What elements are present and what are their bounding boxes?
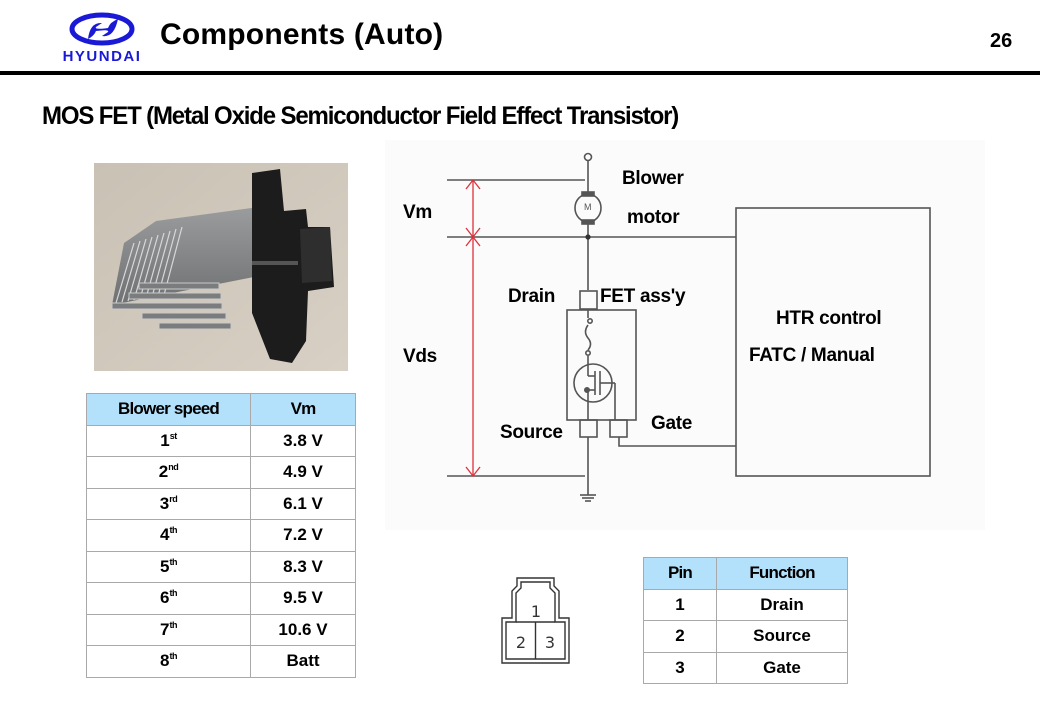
ordinal-suffix: th: [169, 588, 177, 599]
ordinal-suffix: th: [169, 619, 177, 630]
blower-motor-label-line1: Blower: [622, 168, 684, 189]
speed-number: 2: [158, 462, 169, 482]
column-header-function: Function: [716, 557, 848, 590]
source-label: Source: [500, 422, 563, 443]
ground-icon: [580, 494, 596, 502]
pin-cell: 2: [643, 620, 717, 653]
page-title: Components (Auto): [160, 18, 444, 51]
blower-motor-label-line2: motor: [627, 207, 680, 228]
ordinal-suffix: th: [169, 525, 177, 536]
table-header-row: Pin Function: [643, 557, 848, 590]
blower-speed-cell: 5th: [86, 550, 251, 583]
blower-speed-cell: 8th: [86, 645, 251, 678]
function-cell: Drain: [716, 588, 848, 621]
function-cell: Source: [716, 620, 848, 653]
logo-ellipse-icon: [69, 12, 135, 46]
ordinal-suffix: th: [169, 651, 177, 662]
header-divider: [0, 71, 1040, 75]
vm-cell: 10.6 V: [250, 613, 356, 646]
mosfet-module-photo: [94, 163, 348, 371]
page-number: 26: [990, 30, 1013, 52]
htr-control-box: [735, 207, 931, 477]
supply-terminal-icon: [583, 152, 593, 162]
gate-label: Gate: [651, 413, 693, 434]
vm-cell: Batt: [250, 645, 356, 678]
fet-assembly-label: FET ass'y: [600, 286, 686, 307]
circuit-diagram: Vm Vds Blower motor M Drain FET ass'y So…: [385, 140, 985, 530]
vm-cell: 6.1 V: [250, 487, 356, 520]
logo-h-icon: [88, 19, 118, 39]
vm-cell: 9.5 V: [250, 582, 356, 615]
speed-number: 5: [160, 556, 170, 576]
pin-cell: 1: [643, 588, 717, 621]
connector-pinout-icon: 1 2 3: [501, 577, 570, 664]
blower-speed-cell: 3rd: [86, 487, 251, 520]
column-header-blower-speed: Blower speed: [86, 393, 251, 426]
vm-cell: 7.2 V: [250, 519, 356, 552]
fet-assembly-box: [566, 309, 637, 421]
htr-control-label: HTR control: [776, 308, 882, 329]
voltage-measurement-arrows: [465, 178, 481, 478]
blower-speed-cell: 1st: [86, 424, 251, 457]
vm-label: Vm: [403, 202, 432, 223]
gate-wire: [618, 437, 736, 447]
motor-symbol-label: M: [584, 202, 592, 212]
connector-pin-2: 2: [516, 633, 526, 652]
vm-cell: 8.3 V: [250, 550, 356, 583]
ordinal-suffix: th: [169, 556, 177, 567]
connector-pin-3: 3: [545, 633, 555, 652]
ordinal-suffix: rd: [169, 493, 178, 504]
vm-cell: 3.8 V: [250, 424, 356, 457]
blower-speed-cell: 2nd: [86, 456, 251, 489]
ordinal-suffix: nd: [168, 462, 179, 473]
table-header-row: Blower speed Vm: [86, 393, 356, 426]
junction-dot: [585, 234, 591, 240]
motor-icon: [574, 191, 602, 225]
blower-speed-cell: 4th: [86, 519, 251, 552]
speed-number: 1: [160, 430, 170, 450]
fuse-icon: [584, 309, 592, 368]
function-cell: Gate: [716, 651, 848, 684]
speed-number: 7: [160, 619, 170, 639]
hyundai-logo: HYUNDAI: [63, 12, 142, 64]
speed-number: 6: [160, 588, 170, 608]
blower-speed-cell: 7th: [86, 613, 251, 646]
vm-cell: 4.9 V: [250, 456, 356, 489]
column-header-pin: Pin: [643, 557, 717, 590]
pin-cell: 3: [643, 651, 717, 684]
speed-number: 3: [159, 493, 170, 513]
brand-name: HYUNDAI: [63, 48, 142, 64]
mosfet-symbol-icon: [573, 363, 616, 420]
speed-number: 4: [160, 525, 170, 545]
vds-label: Vds: [403, 346, 437, 367]
connector-pin-1: 1: [531, 602, 541, 621]
blower-speed-cell: 6th: [86, 582, 251, 615]
speed-number: 8: [160, 651, 170, 671]
drain-label: Drain: [508, 286, 556, 307]
section-title: MOS FET (Metal Oxide Semiconductor Field…: [42, 102, 679, 130]
htr-mode-label: FATC / Manual: [749, 345, 875, 366]
ordinal-suffix: st: [169, 430, 178, 441]
column-header-vm: Vm: [250, 393, 356, 426]
